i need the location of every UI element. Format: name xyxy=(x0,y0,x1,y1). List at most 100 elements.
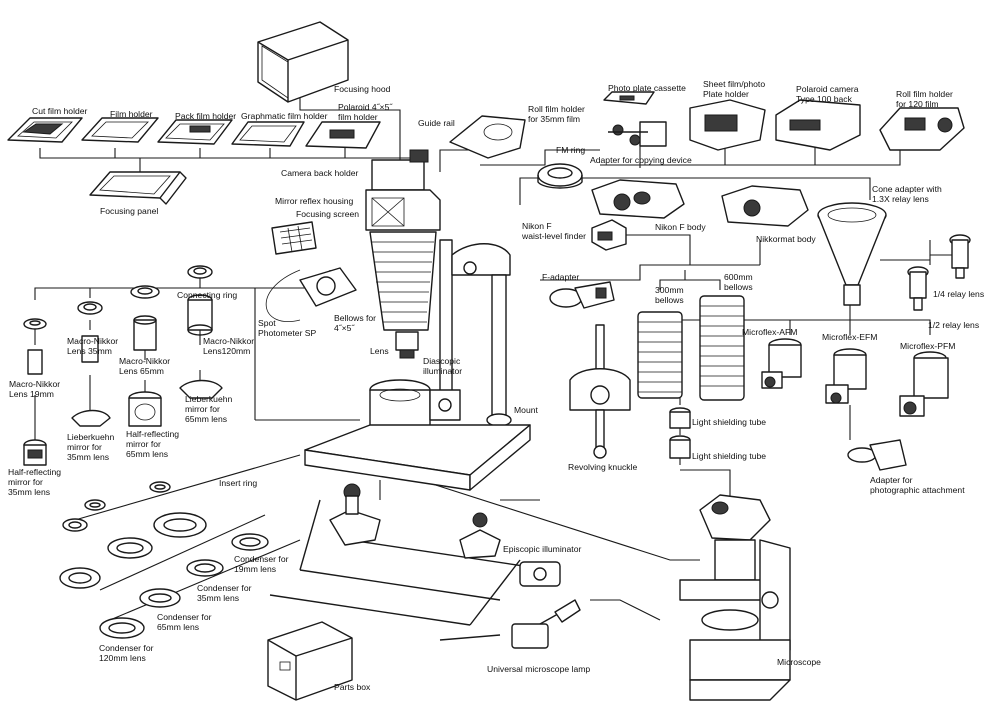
universal-lamp-icon xyxy=(511,599,581,649)
bellows-300-icon xyxy=(637,311,683,399)
label-lens: Lens xyxy=(370,346,389,356)
label-microflex-pfm: Microflex-PFM xyxy=(900,341,956,351)
connecting-ring-icon xyxy=(187,265,213,279)
label-cut-film-holder: Cut film holder xyxy=(32,106,88,116)
label-condenser-120: Condenser for 120mm lens xyxy=(99,643,154,663)
label-mount: Mount xyxy=(514,405,538,415)
sheet-film-holder-icon xyxy=(689,99,766,151)
episcopic-illuminator-icon xyxy=(519,561,561,587)
label-relay-12: 1/2 relay lens xyxy=(928,320,980,330)
roll-film-35-icon xyxy=(449,115,526,159)
label-diascopic: Diascopic illuminator xyxy=(423,356,463,376)
lieberkuehn-65-icon xyxy=(179,379,223,399)
copy-stand-icon xyxy=(269,483,551,641)
label-macro-65: Macro-Nikkor Lens 65mm xyxy=(119,356,171,376)
label-insert-ring: Insert ring xyxy=(219,478,258,488)
half-reflecting-35-icon xyxy=(23,439,47,466)
microscope-icon xyxy=(679,494,791,701)
label-macro-35: Macro-Nikkor Lens 35mm xyxy=(67,336,119,356)
light-shielding-tube-icon xyxy=(669,407,691,429)
graphmatic-film-holder-icon xyxy=(231,121,305,147)
focusing-screen-icon xyxy=(271,221,317,255)
cut-film-holder-icon xyxy=(7,117,83,143)
parts-box-icon xyxy=(267,621,353,701)
roll-film-120-icon xyxy=(879,107,965,151)
label-roll-120: Roll film holder for 120 film xyxy=(896,89,953,109)
label-parts-box: Parts box xyxy=(334,682,371,692)
label-film-holder: Film holder xyxy=(110,109,153,119)
spot-photometer-icon xyxy=(265,267,357,322)
label-camera-back-holder: Camera back holder xyxy=(281,168,359,178)
photo-attachment-adapter-icon xyxy=(847,439,907,471)
label-guide-rail: Guide rail xyxy=(418,118,455,128)
label-condenser-19: Condenser for 19mm lens xyxy=(234,554,289,574)
label-graphmatic-film-holder: Graphmatic film holder xyxy=(241,111,328,121)
fm-ring-icon xyxy=(537,163,583,189)
label-macro-120: Macro-Nikkor Lens120mm xyxy=(203,336,255,356)
label-condenser-65: Condenser for 65mm lens xyxy=(157,612,212,632)
polaroid-4x5-holder-icon xyxy=(305,121,381,149)
macro-nikkor-120-icon xyxy=(187,294,213,336)
label-half-35: Half-reflecting mirror for 35mm lens xyxy=(8,467,62,497)
condenser-rings-icon xyxy=(59,512,269,639)
label-microflex-efm: Microflex-EFM xyxy=(822,332,878,342)
photo-plate-cassette-icon xyxy=(603,91,655,105)
label-mirror-reflex-housing: Mirror reflex housing xyxy=(275,196,354,206)
label-cone-adapter: Cone adapter with 1.3X relay lens xyxy=(872,184,942,204)
label-microscope: Microscope xyxy=(777,657,821,667)
nikon-f-finder-icon xyxy=(591,219,627,251)
copying-adapter-icon xyxy=(608,121,667,147)
light-shielding-tube-2-icon xyxy=(669,435,691,459)
revolving-knuckle-icon xyxy=(569,324,631,459)
film-holder-icon xyxy=(81,117,159,143)
label-macro-19: Macro-Nikkor Lens 19mm xyxy=(9,379,61,399)
microflex-efm-icon xyxy=(825,348,867,404)
nikkormat-body-icon xyxy=(721,185,809,227)
cone-adapter-icon xyxy=(817,202,887,306)
label-universal-lamp: Universal microscope lamp xyxy=(487,664,591,674)
bellows-4x5-icon xyxy=(369,231,437,331)
label-revolving-knuckle: Revolving knuckle xyxy=(568,462,638,472)
label-relay-14: 1/4 relay lens xyxy=(933,289,985,299)
insert-ring-icon xyxy=(62,481,171,532)
label-condenser-35: Condenser for 35mm lens xyxy=(197,583,252,603)
lieberkuehn-35-icon xyxy=(71,409,111,427)
nikon-f-body-icon xyxy=(591,179,685,219)
f-adapter-icon xyxy=(549,281,615,309)
label-sheet-film-plate: Sheet film/photo Plate holder xyxy=(703,79,766,99)
label-nikon-f-finder: Nikon F waist-level finder xyxy=(522,221,586,241)
focusing-panel-icon xyxy=(89,171,187,205)
label-focusing-panel: Focusing panel xyxy=(100,206,159,216)
label-polaroid-100: Polaroid camera Type 100 back xyxy=(796,84,859,104)
focusing-hood-icon xyxy=(257,21,349,103)
pack-film-holder-icon xyxy=(157,119,233,145)
label-nikon-f-body: Nikon F body xyxy=(655,222,706,232)
macro-nikkor-65-icon xyxy=(130,285,160,351)
label-pack-film-holder: Pack film holder xyxy=(175,111,237,121)
label-adapter-photo: Adapter for photographic attachment xyxy=(870,475,965,495)
label-lieberkuehn-35: Lieberkuehn mirror for 35mm lens xyxy=(67,432,115,462)
label-connecting-ring: Connecting ring xyxy=(177,290,238,300)
label-fm-ring: FM ring xyxy=(556,145,586,155)
macro-nikkor-35-icon xyxy=(77,301,103,363)
bellows-600-icon xyxy=(699,295,745,401)
label-f-adapter: F-adapter xyxy=(542,272,580,282)
relay-lens-half-icon xyxy=(907,266,929,311)
label-bellows-300: 300mm bellows xyxy=(655,285,684,305)
label-bellows-4x5: Bellows for 4˝×5˝ xyxy=(334,313,377,333)
label-bellows-600: 600mm bellows xyxy=(724,272,753,292)
mirror-reflex-housing-icon xyxy=(365,149,441,231)
label-focusing-screen: Focusing screen xyxy=(296,209,360,219)
label-light-tube-1: Light shielding tube xyxy=(692,417,767,427)
macro-nikkor-19-icon xyxy=(23,318,47,375)
polaroid-100-back-icon xyxy=(775,99,861,151)
label-episcopic: Episcopic illuminator xyxy=(503,544,582,554)
label-half-65: Half-reflecting mirror for 65mm lens xyxy=(126,429,180,459)
label-photo-plate-cassette: Photo plate cassette xyxy=(608,83,686,93)
label-roll-35: Roll film holder for 35mm film xyxy=(528,104,585,124)
label-focusing-hood: Focusing hood xyxy=(334,84,391,94)
relay-lens-quarter-icon xyxy=(949,234,971,279)
half-reflecting-65-icon xyxy=(128,391,162,427)
